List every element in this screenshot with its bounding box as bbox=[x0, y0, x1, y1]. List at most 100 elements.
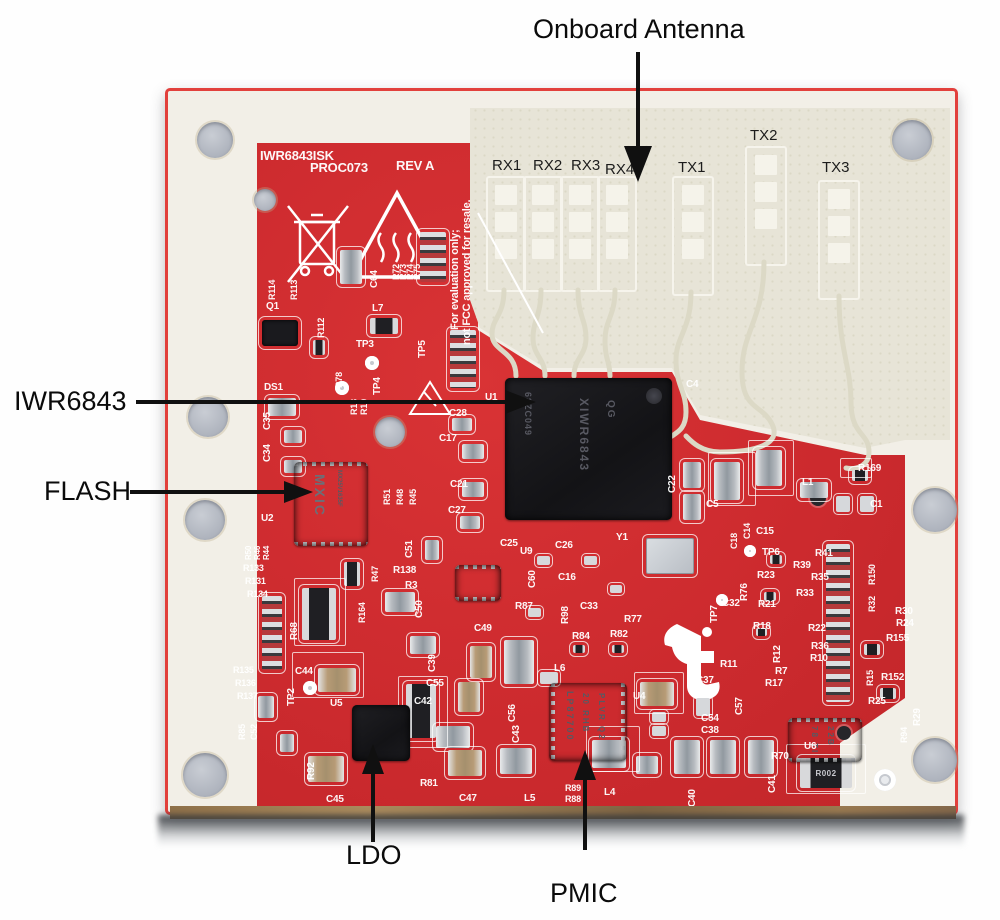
component bbox=[309, 336, 329, 359]
antenna-patch bbox=[828, 216, 850, 236]
chip-marking: 68ZC049 bbox=[523, 392, 533, 437]
antenna-port-label: RX1 bbox=[492, 157, 522, 174]
component bbox=[466, 642, 496, 682]
component bbox=[432, 722, 474, 752]
mounting-hole bbox=[197, 122, 233, 158]
silkscreen-label: R134 bbox=[247, 589, 268, 599]
silkscreen-label: C42 bbox=[414, 696, 432, 707]
component bbox=[636, 678, 678, 710]
silkscreen-label: L7 bbox=[372, 303, 384, 314]
pmic-chip: LP87700 20 RHB PLVR Q2 bbox=[549, 683, 627, 761]
component bbox=[298, 584, 340, 644]
component bbox=[381, 588, 419, 616]
chip-marking: 78 TI bbox=[810, 726, 819, 755]
silkscreen-label: R39 bbox=[793, 560, 811, 571]
component bbox=[860, 640, 884, 659]
component bbox=[258, 316, 302, 350]
antenna-column bbox=[597, 176, 637, 292]
silkscreen-label: C33 bbox=[580, 601, 598, 612]
component bbox=[304, 752, 348, 786]
component bbox=[314, 664, 360, 696]
component bbox=[581, 553, 600, 568]
chip-marking: 22B bbox=[826, 726, 835, 747]
silkscreen-label: R17 bbox=[765, 678, 783, 689]
silkscreen-label: Q1 bbox=[266, 301, 279, 312]
silkscreen-label: C21 bbox=[450, 479, 468, 490]
component bbox=[458, 440, 488, 463]
mounting-hole bbox=[335, 381, 349, 395]
component bbox=[537, 669, 561, 687]
component bbox=[649, 723, 669, 739]
antenna-patch bbox=[828, 189, 850, 209]
silkscreen-label: L4 bbox=[604, 787, 616, 798]
component bbox=[294, 578, 346, 646]
antenna-patch bbox=[606, 185, 628, 205]
silkscreen-label: R18 bbox=[753, 621, 771, 632]
silkscreen-label: R33 bbox=[796, 588, 814, 599]
silkscreen-label: C38 bbox=[701, 725, 719, 736]
silkscreen-label: C1 bbox=[870, 499, 883, 510]
component bbox=[366, 314, 402, 338]
silkscreen-label: R10 bbox=[810, 653, 828, 664]
antenna-patch bbox=[755, 209, 777, 229]
silkscreen-label: R22 bbox=[808, 623, 826, 634]
silkscreen-diagonal-line bbox=[477, 212, 544, 334]
silkscreen-label: R81 bbox=[420, 778, 438, 789]
silkscreen-label: R23 bbox=[757, 570, 775, 581]
ti-bug-icon bbox=[646, 388, 662, 404]
silkscreen-label: R152 bbox=[881, 672, 905, 683]
ldo-chip bbox=[352, 705, 410, 761]
component bbox=[649, 709, 669, 725]
component bbox=[710, 458, 744, 504]
component bbox=[857, 493, 877, 515]
silkscreen-label: U1 bbox=[485, 392, 498, 403]
mounting-hole bbox=[892, 120, 932, 160]
silkscreen-label: R135 bbox=[233, 665, 254, 675]
component bbox=[406, 632, 440, 658]
component bbox=[706, 736, 740, 778]
antenna-patch bbox=[828, 243, 850, 263]
flash-arrow-head bbox=[284, 481, 313, 503]
component bbox=[693, 695, 713, 719]
iwr6843-label: IWR6843 bbox=[14, 386, 127, 416]
silkscreen-label: R30 bbox=[895, 606, 913, 617]
chip-marking: PLVR Q2 bbox=[597, 693, 606, 741]
component bbox=[456, 512, 484, 533]
component bbox=[632, 752, 662, 778]
silkscreen-label: R131 bbox=[245, 576, 266, 586]
silkscreen-label: L1 bbox=[802, 477, 814, 488]
silkscreen-label: R82 bbox=[610, 629, 628, 640]
component bbox=[840, 458, 872, 478]
silkscreen-label: R3 bbox=[405, 580, 418, 591]
mounting-hole bbox=[913, 738, 957, 782]
flash-label: FLASH bbox=[44, 476, 132, 506]
pmic-arrow-head bbox=[574, 750, 596, 780]
silkscreen-label: C44 bbox=[295, 666, 313, 677]
component bbox=[796, 478, 832, 502]
chip-marking: QG bbox=[605, 400, 616, 420]
mounting-hole bbox=[874, 769, 896, 791]
u6-chip: 78 TI 22B bbox=[788, 718, 862, 762]
silkscreen-label: R11 bbox=[720, 659, 738, 670]
silkscreen-label: R36 bbox=[811, 641, 829, 652]
antenna-patch bbox=[755, 155, 777, 175]
component bbox=[336, 246, 366, 288]
component bbox=[454, 678, 484, 716]
component bbox=[496, 744, 536, 778]
component bbox=[280, 426, 306, 447]
component bbox=[276, 730, 298, 756]
component bbox=[833, 493, 853, 515]
component bbox=[766, 551, 786, 568]
pmic-label: PMIC bbox=[550, 878, 618, 908]
component bbox=[500, 636, 538, 688]
silkscreen-label: R84 bbox=[572, 631, 590, 642]
silkscreen-label: C55 bbox=[426, 678, 444, 689]
antenna-patch bbox=[532, 185, 554, 205]
antenna-patch bbox=[532, 212, 554, 232]
silkscreen-label: C26 bbox=[555, 540, 573, 551]
component bbox=[848, 466, 872, 485]
component bbox=[608, 641, 628, 657]
component bbox=[752, 446, 786, 490]
